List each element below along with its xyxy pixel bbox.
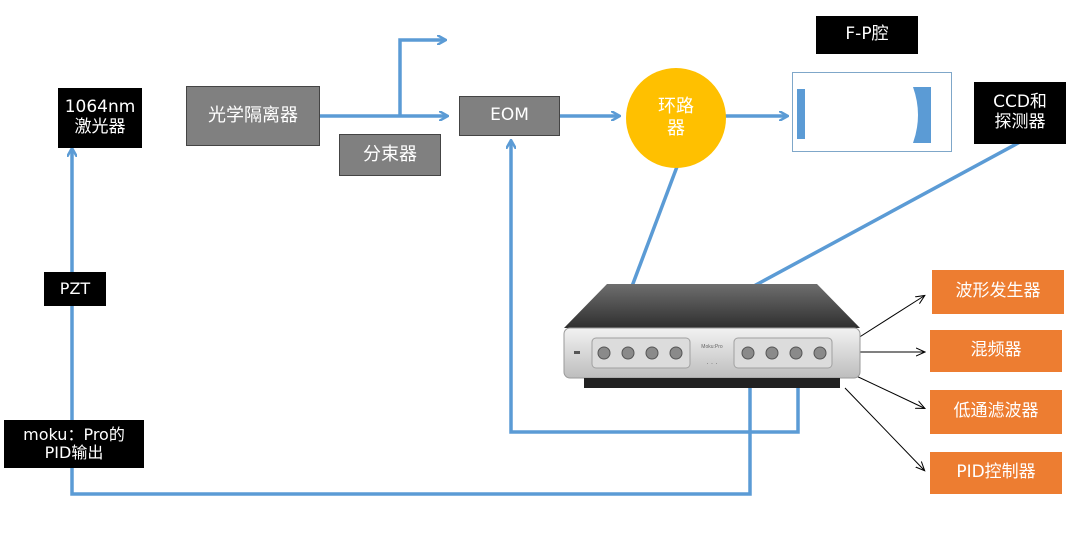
splitter-label: 分束器	[363, 143, 417, 165]
fp-cavity	[792, 72, 952, 152]
output-port-3	[789, 346, 803, 360]
detector-line2: 探测器	[994, 112, 1046, 132]
device-top	[564, 284, 860, 328]
pzt-label: PZT	[59, 278, 91, 298]
output-panel	[733, 337, 833, 369]
eom-label: EOM	[490, 105, 529, 126]
function-label: 低通滤波器	[953, 401, 1039, 422]
cavity-curved-mirror	[913, 87, 931, 143]
laser-line2: 激光器	[74, 117, 126, 137]
arrow-to-waveform	[857, 296, 924, 339]
pzt-box: PZT	[44, 272, 106, 306]
detector-line1: CCD和	[993, 92, 1047, 113]
cavity-flat-mirror	[797, 89, 805, 139]
feedback-moku-to-laser	[72, 150, 752, 496]
function-label: 混频器	[970, 340, 1022, 361]
device-dots: · · ·	[706, 360, 717, 368]
laser-line1: 1064nm	[64, 97, 136, 118]
output-port-1	[741, 346, 755, 360]
splitter-box: 分束器	[339, 134, 441, 176]
device-base	[584, 378, 840, 388]
moku-pro-device: Moku:Pro · · ·	[563, 284, 861, 388]
pid-output-box: moku：Pro的 PID输出	[4, 420, 144, 468]
eom-box: EOM	[459, 96, 560, 136]
function-mixer: 混频器	[930, 330, 1062, 372]
function-waveform-generator: 波形发生器	[932, 270, 1064, 314]
input-port-2	[621, 346, 635, 360]
function-label: PID控制器	[956, 462, 1036, 483]
cavity-label: F-P腔	[845, 24, 889, 45]
circulator-line1: 环路	[658, 96, 694, 118]
pid-output-line1: moku：Pro的	[23, 424, 125, 444]
input-port-4	[669, 346, 683, 360]
output-port-2	[765, 346, 779, 360]
input-panel	[591, 337, 691, 369]
isolator-box: 光学隔离器	[186, 86, 320, 146]
arrow-to-pid	[844, 387, 924, 470]
feedback-moku-to-eom	[511, 142, 800, 434]
circulator-line2: 器	[667, 118, 685, 139]
function-label: 波形发生器	[955, 281, 1041, 302]
function-pid-controller: PID控制器	[930, 452, 1062, 494]
circulator-circle: 环路 器	[626, 68, 726, 168]
input-port-3	[645, 346, 659, 360]
detector-box: CCD和 探测器	[974, 82, 1066, 144]
power-led	[574, 351, 580, 354]
cavity-title: F-P腔	[816, 16, 918, 54]
pid-output-line2: PID输出	[44, 443, 104, 462]
arrow-to-lowpass	[851, 373, 924, 408]
output-port-4	[813, 346, 827, 360]
function-lowpass-filter: 低通滤波器	[930, 390, 1062, 434]
beam-split-branch	[398, 40, 444, 116]
laser-box: 1064nm 激光器	[58, 88, 142, 148]
device-brand: Moku:Pro	[701, 344, 723, 350]
input-port-1	[597, 346, 611, 360]
isolator-label: 光学隔离器	[208, 104, 298, 126]
